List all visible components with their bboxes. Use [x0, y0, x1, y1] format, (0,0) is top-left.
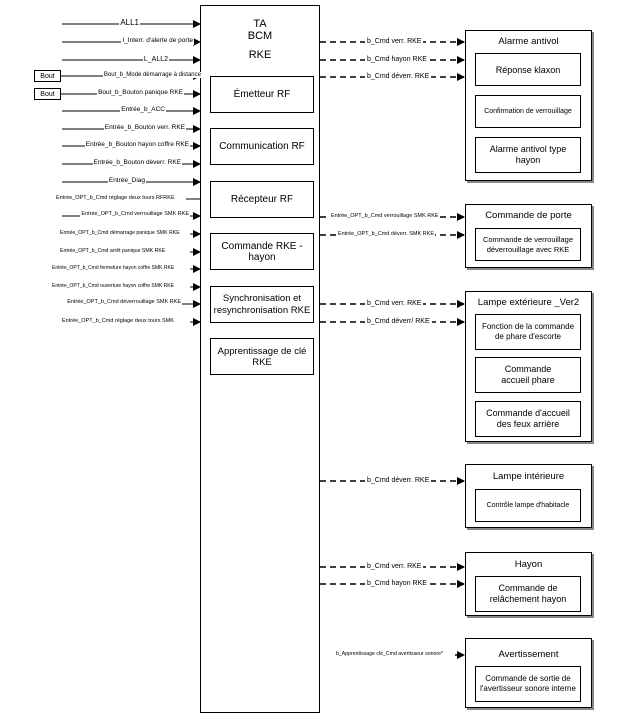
- module-label: Communication RF: [219, 141, 305, 152]
- input-label: Entrée_b_ACC: [120, 106, 166, 114]
- group-item-label: Commande de relâchement hayon: [489, 582, 567, 604]
- group-title: Lampe intérieure: [492, 471, 565, 482]
- input-label: Entrée_OPT_b_Cmd démarrage panique SMK R…: [60, 230, 180, 236]
- bout-label: Bout: [40, 90, 55, 98]
- module-emetteur-rf: Émetteur RF: [210, 76, 314, 113]
- group-item-label: Alarme antivol type hayon: [489, 143, 567, 165]
- group-item: Confirmation de verrouillage: [475, 95, 581, 128]
- group-item: Contrôle lampe d'habitacle: [475, 489, 581, 522]
- output-label: Entrée_OPT_b_Cmd déverr. SMK RKE: [337, 231, 435, 238]
- module-label: Synchronisation et resynchronisation RKE: [213, 292, 311, 316]
- output-label: b_Cmd verr. RKE: [365, 563, 424, 570]
- group-title: Hayon: [514, 559, 543, 570]
- group-item: Commande accueil phare: [475, 357, 581, 393]
- module-label: Commande RKE - hayon: [221, 240, 303, 263]
- group-item: Commande d'accueil des feux arrière: [475, 401, 581, 437]
- module-label: Émetteur RF: [233, 89, 291, 100]
- group-title: Commande de porte: [485, 210, 572, 221]
- output-label: b_Cmd verr. RKE: [365, 300, 424, 307]
- input-label: Entrée_OPT_b_Cmd déverrouillage SMK RKE: [66, 299, 182, 306]
- input-label: Entrée_OPT_b_Cmd réglage deux tours SMK: [62, 318, 174, 325]
- input-label: Entrée_OPT_b_Cmd ouverture hayon coffre …: [52, 283, 174, 289]
- bcm-title-ta: TA: [253, 18, 267, 30]
- group-title: Alarme antivol: [498, 36, 559, 47]
- group-item: Commande de relâchement hayon: [475, 576, 581, 612]
- input-label: Entrée_OPT_b_Cmd réglage deux tours RFRK…: [56, 195, 175, 202]
- input-label: Entrée_b_Bouton déverr. RKE: [92, 159, 182, 167]
- group-item-label: Réponse klaxon: [495, 64, 561, 75]
- output-label: b_Cmd déverr. RKE: [365, 477, 432, 484]
- module-apprentissage-cle: Apprentissage de clé RKE: [210, 338, 314, 375]
- output-label: b_Cmd déverr/ RKE: [365, 318, 432, 325]
- group-item: Commande de verrouillage déverrouillage …: [475, 228, 581, 261]
- group-title: Avertissement: [498, 649, 559, 660]
- bout-box-2: Bout: [34, 88, 61, 100]
- group-item-label: Fonction de la commande de phare d'escor…: [481, 322, 575, 341]
- module-communication-rf: Communication RF: [210, 128, 314, 165]
- output-label: b_Apprentissage clé_Cmd avertisseur sono…: [336, 651, 443, 657]
- output-label: b_Cmd déverr. RKE: [365, 73, 432, 80]
- bout-box-1: Bout: [34, 70, 61, 82]
- output-label: b_Cmd hayon RKE: [365, 580, 429, 587]
- group-item: Commande de sortie de l'avertisseur sono…: [475, 666, 581, 702]
- input-label: L_ALL2: [142, 56, 169, 63]
- module-label: Récepteur RF: [230, 194, 294, 205]
- group-item-label: Commande accueil phare: [501, 363, 555, 385]
- module-label: Apprentissage de clé RKE: [217, 345, 307, 368]
- group-item-label: Contrôle lampe d'habitacle: [486, 502, 570, 509]
- group-item-label: Commande de sortie de l'avertisseur sono…: [480, 674, 576, 693]
- input-label: Entrée_b_Bouton hayon coffre RKE: [84, 141, 190, 149]
- module-synchronisation: Synchronisation et resynchronisation RKE: [210, 286, 314, 323]
- input-label: Entrée_OPT_b_Cmd arrêt panique SMK RKE: [60, 248, 166, 254]
- input-label: I_Interr. d'alerte de porte: [121, 37, 194, 45]
- input-label: Bout_b_Bouton panique RKE: [97, 89, 184, 97]
- group-item-label: Commande de verrouillage déverrouillage …: [482, 235, 574, 254]
- bout-label: Bout: [40, 72, 55, 80]
- input-label: ALL1: [119, 18, 140, 27]
- group-item-label: Commande d'accueil des feux arrière: [486, 407, 570, 429]
- input-label: Entrée_Diag: [107, 177, 146, 185]
- module-commande-rke-hayon: Commande RKE - hayon: [210, 233, 314, 270]
- group-title: Lampe extérieure _Ver2: [477, 297, 580, 308]
- group-item: Réponse klaxon: [475, 53, 581, 86]
- output-label: Entrée_OPT_b_Cmd verrouillage SMK RKE: [330, 213, 440, 220]
- output-label: b_Cmd verr. RKE: [365, 38, 424, 45]
- input-label: Entrée_OPT_b_Cmd verrouillage SMK RKE: [80, 211, 190, 218]
- group-item: Fonction de la commande de phare d'escor…: [475, 314, 581, 350]
- input-label: Bout_b_Mode démarrage à distance: [102, 72, 202, 78]
- bcm-title-bcm: BCM: [247, 30, 273, 42]
- module-recepteur-rf: Récepteur RF: [210, 181, 314, 218]
- group-item: Alarme antivol type hayon: [475, 137, 581, 173]
- group-item-label: Confirmation de verrouillage: [484, 108, 572, 115]
- input-label: Entrée_OPT_b_Cmd fermeture hayon coffre …: [52, 265, 175, 271]
- output-label: b_Cmd hayon RKE: [365, 56, 429, 63]
- bcm-title-rke: RKE: [248, 49, 272, 61]
- input-label: Entrée_b_Bouton verr. RKE: [103, 124, 186, 132]
